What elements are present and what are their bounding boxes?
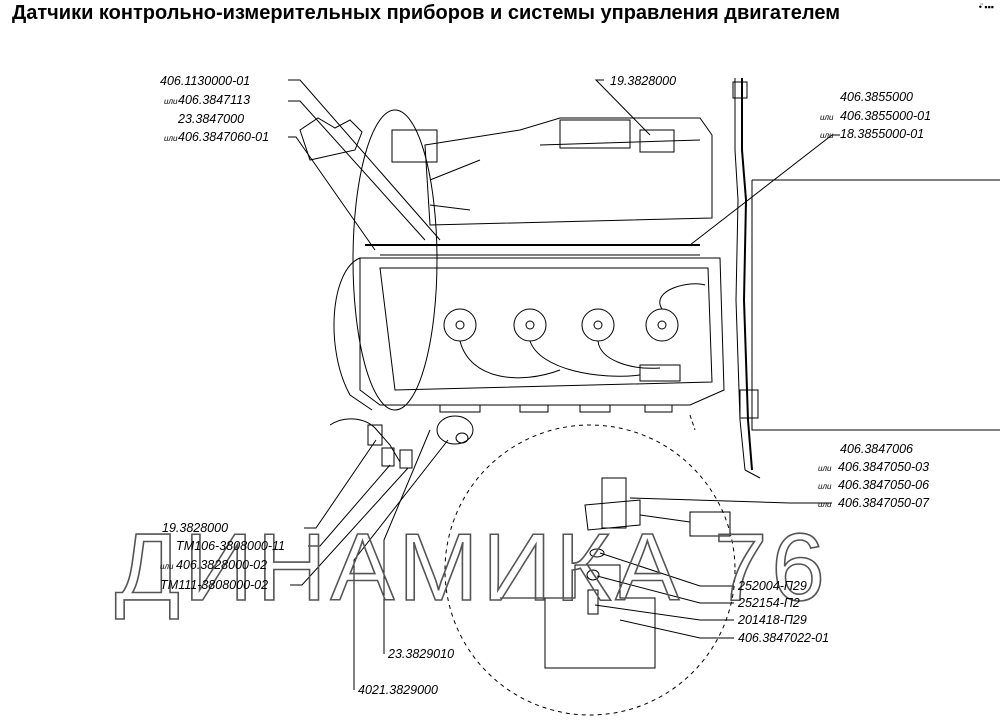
leader-l12 xyxy=(629,497,832,504)
part-label: 406.3847050-03 xyxy=(838,460,929,474)
plug-well-3 xyxy=(581,308,615,342)
corner-mark: •̈ ▪▪▪ xyxy=(978,2,994,12)
leader-l4 xyxy=(288,136,376,251)
part-label: 406.3847050-07 xyxy=(838,496,930,510)
wire-bundle-right-2 xyxy=(734,78,746,471)
ili-label: или xyxy=(818,482,832,491)
leader-l2 xyxy=(288,100,426,241)
leader-l20 xyxy=(619,619,734,639)
crank-sensor-cable xyxy=(639,514,691,523)
plug-well-3-center xyxy=(593,320,603,330)
plug-well-2 xyxy=(513,308,547,342)
part-label: 406.3847022-01 xyxy=(738,631,829,645)
leader-l5 xyxy=(594,79,651,136)
part-label: 23.3829010 xyxy=(387,647,454,661)
inset-circle xyxy=(444,424,736,716)
part-label: 23.3847000 xyxy=(177,112,244,126)
washer xyxy=(589,548,605,558)
throttle-unit xyxy=(391,129,438,163)
manifold-edge xyxy=(539,139,701,146)
leader-lines xyxy=(288,79,840,690)
coil-connector xyxy=(639,364,681,382)
ili-label: или xyxy=(164,134,178,143)
page-title: Датчики контрольно-измерительных приборо… xyxy=(12,2,841,24)
leader-l1 xyxy=(288,79,441,241)
torn-section xyxy=(299,117,363,161)
inset-pointer xyxy=(689,414,696,431)
manifold-module xyxy=(559,119,631,149)
valve-cover-inner xyxy=(379,267,713,391)
part-label: 406.3828000-02 xyxy=(176,558,267,572)
part-label: 406.3847113 xyxy=(178,93,250,107)
leader-l14 xyxy=(308,464,391,547)
sensor-19-3828000-left xyxy=(367,424,383,446)
sensor-19-3828000-body xyxy=(639,129,675,153)
ili-label: или xyxy=(818,500,832,509)
leader-l21 xyxy=(383,429,431,654)
part-label: ТМ106-3808000-11 xyxy=(176,539,285,553)
leader-l17 xyxy=(599,552,734,587)
leader-l8 xyxy=(689,134,840,246)
part-labels: 406.1130000-01 или 406.3847113 23.384700… xyxy=(160,74,931,697)
part-label: 4021.3829000 xyxy=(358,683,438,697)
part-label: 18.3855000-01 xyxy=(840,127,924,141)
knock-sensor xyxy=(436,415,474,445)
leader-l22 xyxy=(353,439,449,690)
wire-bundle-right xyxy=(741,78,753,471)
plug-well-4 xyxy=(645,308,679,342)
leader-l13 xyxy=(304,439,377,529)
plug-well-2-center xyxy=(525,320,535,330)
part-label: 19.3828000 xyxy=(610,74,676,88)
connector-mid-right xyxy=(739,389,759,419)
crank-sensor-plug xyxy=(689,511,731,537)
intake-pipes xyxy=(429,159,481,211)
head-bosses xyxy=(439,405,673,413)
ili-label: или xyxy=(820,113,834,122)
part-label: 201418-П29 xyxy=(737,613,807,627)
connector-top-right xyxy=(732,81,748,99)
crank-sensor-bracket xyxy=(584,499,641,531)
engine-drawing xyxy=(299,78,1000,479)
spring-washer xyxy=(586,569,600,581)
valve-cover xyxy=(359,257,725,406)
mounting-bracket xyxy=(500,564,656,669)
ili-label: или xyxy=(820,131,834,140)
part-label: ТМ111-3808000-02 xyxy=(160,578,268,592)
ignition-wires xyxy=(459,283,706,379)
part-label: 19.3828000 xyxy=(162,521,228,535)
spark-plug-wells xyxy=(443,308,679,342)
bolt xyxy=(587,589,599,615)
part-label: 406.3847006 xyxy=(840,442,913,456)
body-panel xyxy=(751,180,1000,431)
part-label: 252154-П2 xyxy=(737,596,800,610)
leader-l16 xyxy=(290,467,409,586)
plug-well-1-center xyxy=(455,320,465,330)
harness-loop xyxy=(352,109,438,411)
knock-sensor-center xyxy=(455,432,469,444)
ili-label: или xyxy=(818,464,832,473)
sensor-tm106 xyxy=(381,447,395,467)
part-label: 406.1130000-01 xyxy=(160,74,250,88)
sensor-tm111 xyxy=(399,449,413,469)
part-label: 406.3855000-01 xyxy=(840,109,931,123)
left-loop xyxy=(333,257,373,411)
intake-manifold xyxy=(424,117,713,226)
left-sensor-wires xyxy=(329,418,401,463)
leader-l19 xyxy=(594,604,734,621)
part-label: 252004-П29 xyxy=(737,579,807,593)
ili-label: или xyxy=(160,562,174,571)
plug-well-4-center xyxy=(657,320,667,330)
watermark-text: ДИНАМИКА 76 xyxy=(115,514,829,621)
part-label: 406.3855000 xyxy=(840,90,913,104)
detail-inset xyxy=(444,414,736,716)
plug-well-1 xyxy=(443,308,477,342)
ili-label: или xyxy=(164,97,178,106)
part-label: 406.3847060-01 xyxy=(178,130,269,144)
leader-l18 xyxy=(596,575,734,604)
part-label: 406.3847050-06 xyxy=(838,478,929,492)
wire-end xyxy=(744,469,761,479)
